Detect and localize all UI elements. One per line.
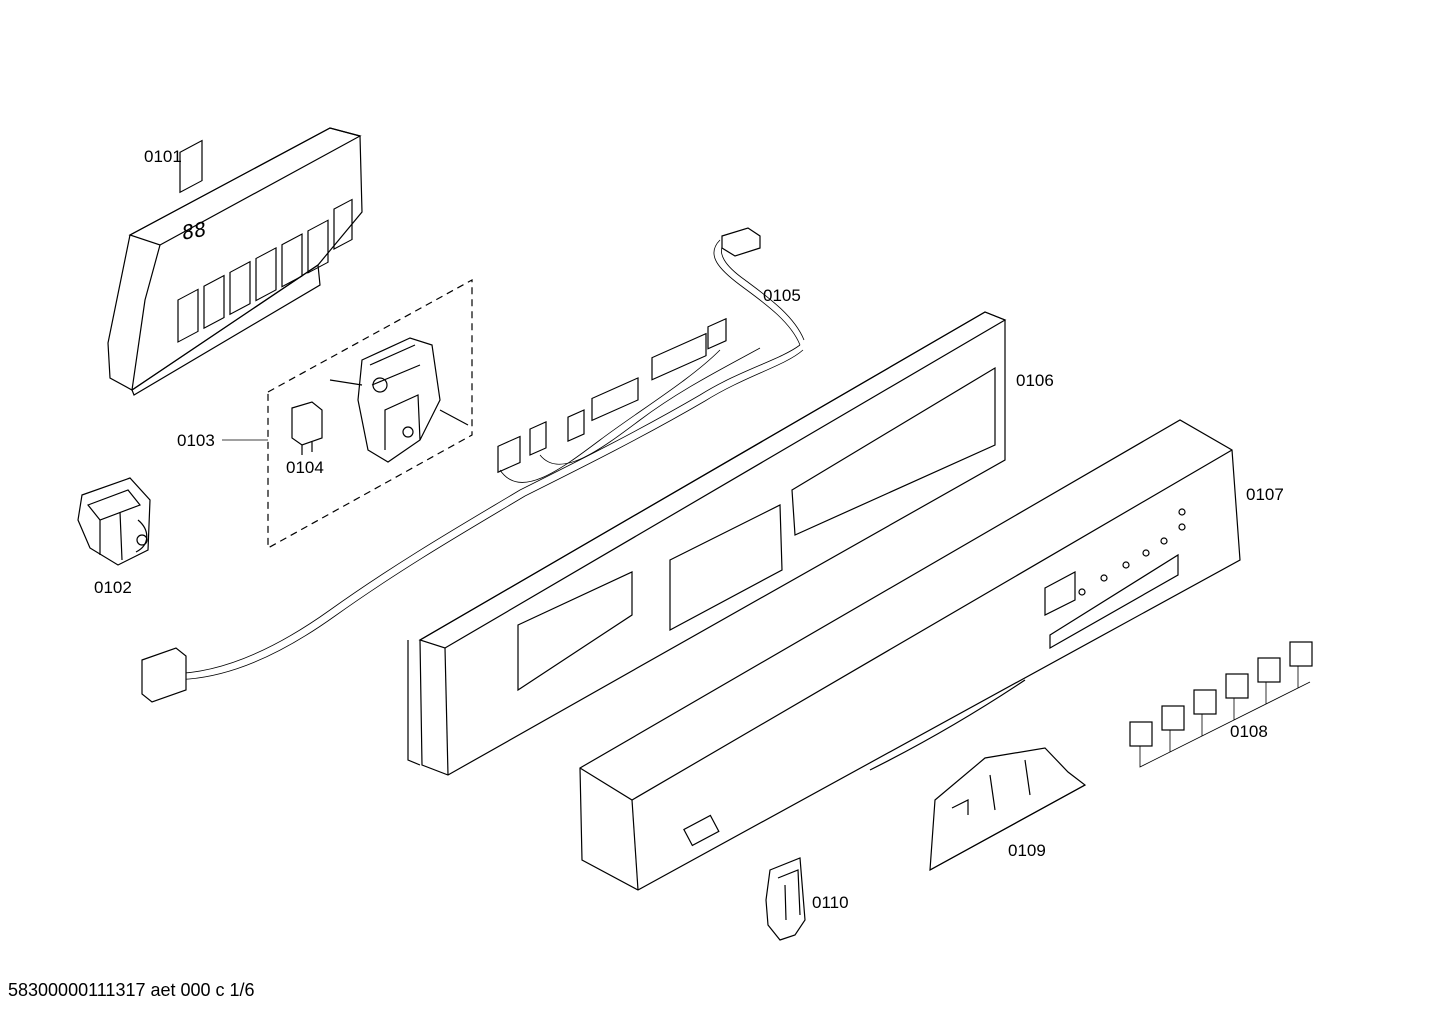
fascia-panel-0107 xyxy=(579,419,1241,891)
label-0103: 0103 xyxy=(177,431,215,450)
group-outline-0103 xyxy=(267,278,473,550)
drawing-footer-code: 58300000111317 aet 000 c 1/6 xyxy=(8,980,255,1000)
label-0101: 0101 xyxy=(144,147,182,166)
svg-text:88: 88 xyxy=(182,217,206,245)
handle-0109 xyxy=(929,747,1087,872)
drive-unit-0103 xyxy=(329,337,469,463)
inner-frame-0106 xyxy=(407,311,1007,776)
label-0106: 0106 xyxy=(1016,371,1054,390)
label-0104: 0104 xyxy=(286,458,324,477)
clip-0110 xyxy=(765,857,806,941)
label-0109: 0109 xyxy=(1008,841,1046,860)
label-0108: 0108 xyxy=(1230,722,1268,741)
label-0110: 0110 xyxy=(812,893,849,912)
label-0102: 0102 xyxy=(94,578,132,597)
label-0105: 0105 xyxy=(763,286,801,305)
button-set-0108 xyxy=(1129,641,1313,768)
label-0107: 0107 xyxy=(1246,485,1284,504)
component-0104 xyxy=(291,401,323,455)
wiring-harness-0105 xyxy=(141,227,805,703)
switch-0102 xyxy=(77,477,151,566)
control-module-0101: 88 xyxy=(107,127,363,396)
